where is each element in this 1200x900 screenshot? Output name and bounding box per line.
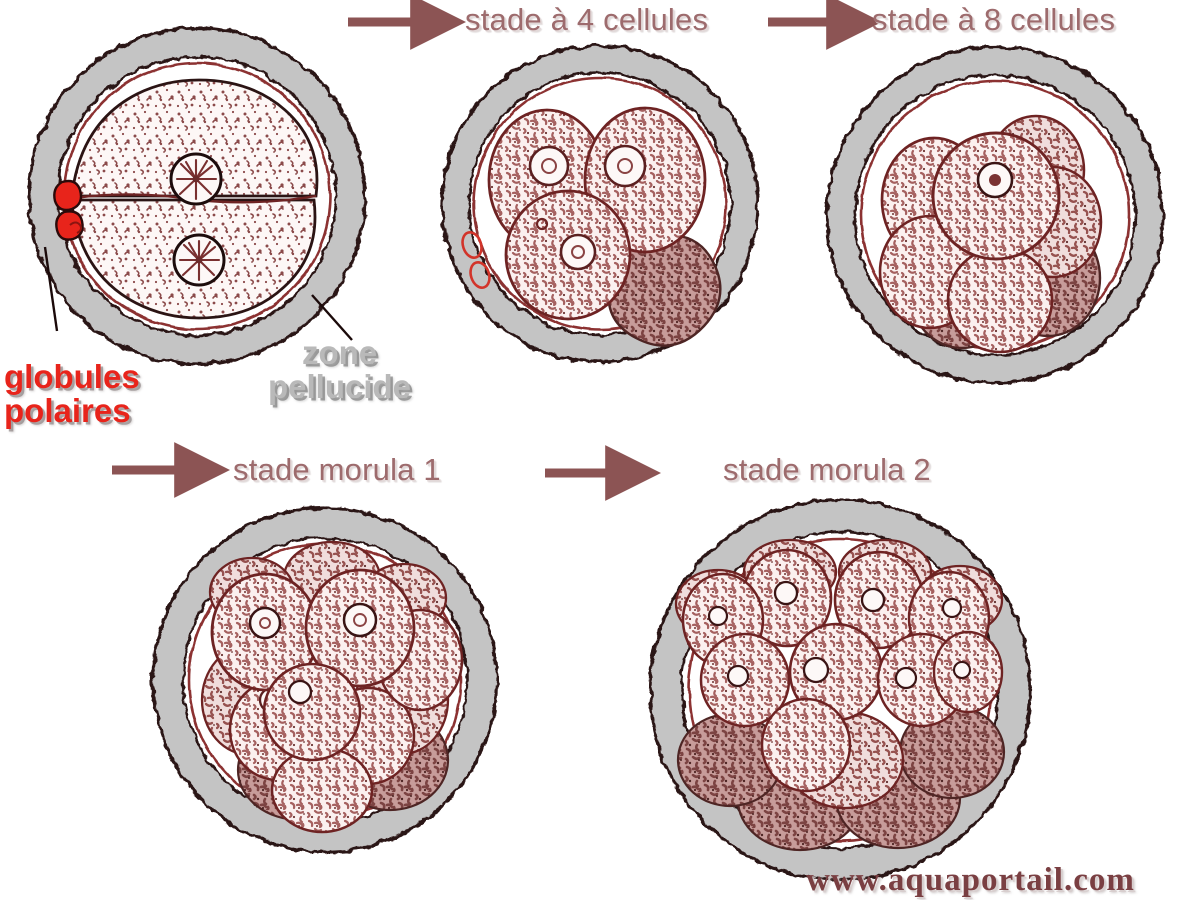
polar-body <box>461 231 483 259</box>
leader-line-zona-pellucida <box>311 294 353 341</box>
blastomere <box>741 548 833 648</box>
watermark-aquaportail: www.aquaportail.com <box>806 862 1135 898</box>
vitelline-membrane-four-cell <box>472 76 728 332</box>
leader-line-polar-bodies <box>43 246 59 332</box>
embryo-four-cell <box>440 44 760 364</box>
callout-polar-bodies-line1: globules <box>4 358 140 395</box>
callout-zona-pellucida-line2: pellucide <box>268 368 412 406</box>
blastomere <box>788 622 884 722</box>
blastomere <box>931 131 1061 261</box>
blastomere <box>946 246 1054 354</box>
stage-label-morula-1: stade morula 1 <box>233 452 441 487</box>
embryo-two-cell <box>27 26 367 366</box>
blastomere <box>760 697 852 793</box>
embryo-morula-1 <box>151 506 499 854</box>
polar-body <box>469 261 491 289</box>
stage-label-morula-2: stade morula 2 <box>723 452 931 487</box>
embryo-eight-cell <box>825 45 1165 385</box>
blastomere <box>262 662 362 762</box>
callout-zona-pellucida: zone pellucide <box>268 334 412 406</box>
blastomere <box>699 632 791 728</box>
blastomere <box>270 746 374 834</box>
callout-polar-bodies-line2: polaires <box>4 392 131 430</box>
callout-polar-bodies: globules polaires <box>4 358 140 430</box>
embryo-morula-2 <box>648 498 1032 882</box>
blastomere <box>304 568 416 688</box>
nucleus <box>169 152 223 206</box>
callout-zona-pellucida-line1: zone <box>301 334 378 371</box>
blastomere <box>932 630 1004 714</box>
nucleus <box>172 233 226 287</box>
polar-body <box>53 179 83 212</box>
blastomere <box>70 78 319 198</box>
blastomere <box>504 189 632 321</box>
polar-body <box>55 210 84 241</box>
stage-label-four-cell: stade à 4 cellules <box>465 2 709 37</box>
stage-label-eight-cell: stade à 8 cellules <box>872 2 1116 37</box>
blastomere <box>833 550 925 650</box>
